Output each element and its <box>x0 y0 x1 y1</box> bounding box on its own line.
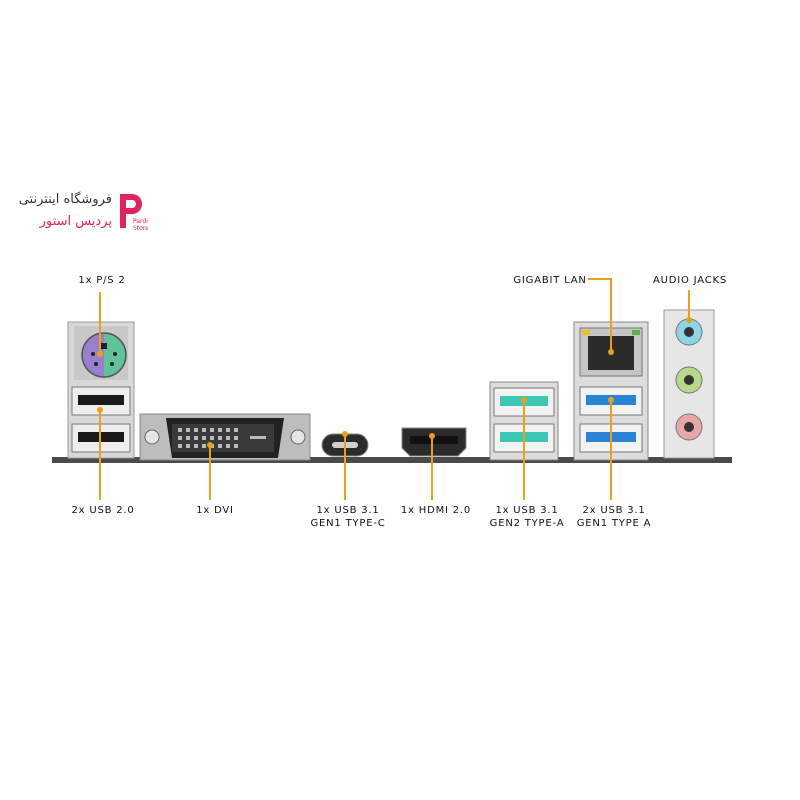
dvi-port <box>139 413 311 461</box>
store-subtitle: پردیس استور <box>39 214 112 229</box>
label-usb31-gen1-line1: 2x USB 3.1 <box>582 505 646 516</box>
label-dvi: 1x DVI <box>196 505 234 516</box>
board-edge <box>52 457 732 463</box>
label-usb31-gen2: 1x USB 3.1 GEN2 TYPE-A <box>490 504 565 530</box>
svg-text:Store: Store <box>133 225 148 232</box>
label-usb31-typec: 1x USB 3.1 GEN1 TYPE-C <box>310 504 385 530</box>
label-usb31-typec-line2: GEN1 TYPE-C <box>310 518 386 529</box>
label-audio-jacks: AUDIO JACKS <box>653 275 727 286</box>
label-usb31-gen2-line1: 1x USB 3.1 <box>495 505 559 516</box>
hdmi-port <box>401 427 467 457</box>
label-gigabit-lan: GIGABIT LAN <box>513 275 587 286</box>
label-usb31-gen1-line2: GEN1 TYPE A <box>576 518 652 529</box>
audio-jacks <box>663 309 715 459</box>
label-usb20: 2x USB 2.0 <box>71 505 135 516</box>
svg-text:Pardis: Pardis <box>133 218 148 225</box>
callout-lan <box>588 278 612 352</box>
label-usb31-gen2-line2: GEN2 TYPE-A <box>489 518 565 529</box>
label-hdmi: 1x HDMI 2.0 <box>400 505 472 516</box>
store-name: فروشگاه اینترنتی <box>18 192 112 207</box>
store-logo: فروشگاه اینترنتی پردیس استور Pardis Stor… <box>10 190 150 240</box>
store-logo-mark: Pardis Store <box>120 194 148 232</box>
label-usb31-gen1: 2x USB 3.1 GEN1 TYPE A <box>577 504 651 530</box>
label-usb31-typec-line1: 1x USB 3.1 <box>316 505 380 516</box>
label-ps2: 1x P/S 2 <box>78 275 126 286</box>
ps2-port <box>81 332 127 378</box>
